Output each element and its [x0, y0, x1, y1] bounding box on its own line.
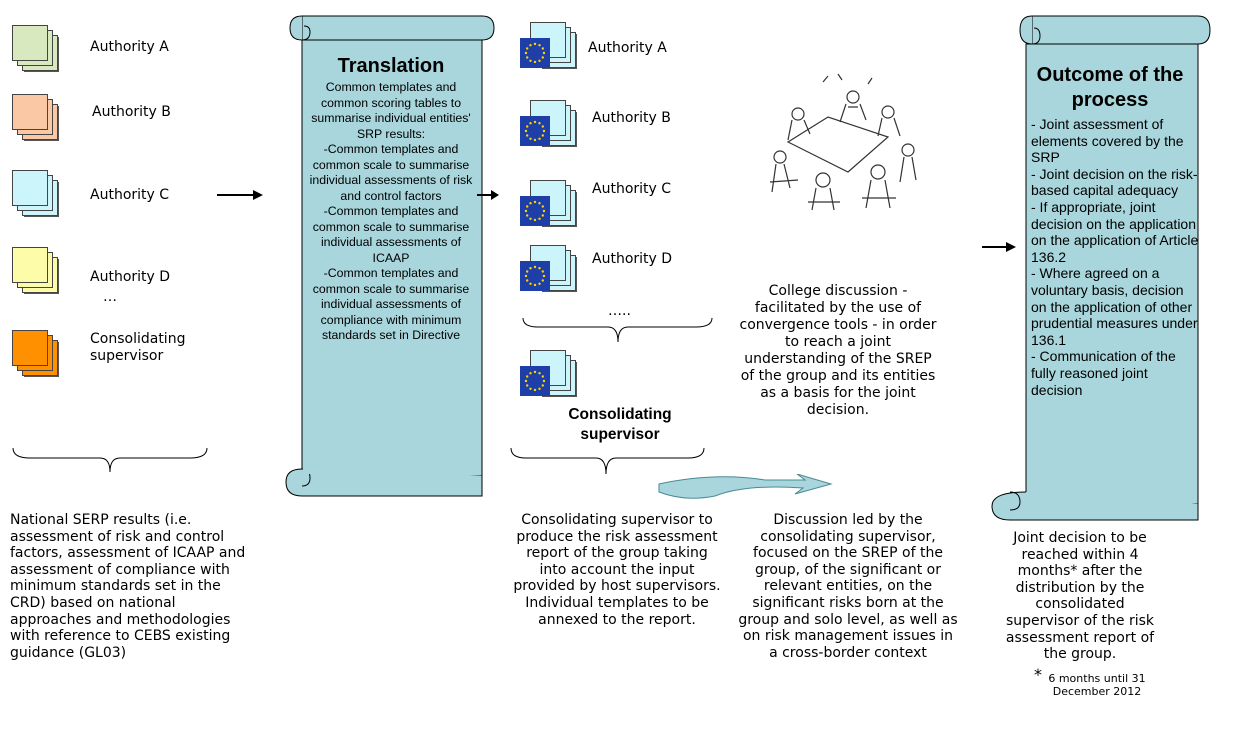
discussion-caption: Discussion led by the consolidating supe… — [738, 512, 958, 661]
outcome-items: - Joint assessment of elements covered b… — [1031, 116, 1199, 398]
footnote-text: 6 months until 31 December 2012 — [1048, 672, 1146, 698]
authority-a-doc-icon — [12, 25, 59, 72]
mid-authority-d-label: Authority D — [592, 251, 673, 267]
mid-authority-b-label: Authority B — [592, 110, 671, 126]
mid-consolidating-label: Consolidating supervisor — [568, 406, 672, 443]
translation-scroll-shape — [285, 15, 495, 497]
mid-consolidating-doc-icon — [520, 350, 577, 397]
translation-body: Common templates and common scoring tabl… — [309, 80, 473, 342]
eu-flag-icon — [520, 261, 550, 291]
left-caption: National SERP results (i.e. assessment o… — [10, 512, 246, 661]
college-discussion-text: College discussion - facilitated by the … — [739, 283, 937, 418]
curved-arrow — [658, 474, 833, 499]
left-brace — [12, 447, 208, 473]
mid-authority-c-doc-icon — [520, 180, 577, 227]
outcome-item-3: - If appropriate, joint decision on the … — [1031, 198, 1199, 265]
eu-flag-icon — [520, 196, 550, 226]
outcome-caption: Joint decision to be reached within 4 mo… — [1005, 530, 1155, 663]
outcome-scroll-shape — [991, 15, 1211, 521]
eu-flag-icon — [520, 116, 550, 146]
mid-authority-a-label: Authority A — [588, 40, 667, 56]
consolidating-supervisor-doc-icon — [12, 330, 59, 377]
outcome-item-5: - Communication of the fully reasoned jo… — [1031, 348, 1176, 398]
authority-b-doc-icon — [12, 94, 59, 141]
mid-ellipsis: ….. — [608, 303, 631, 319]
eu-flag-icon — [520, 366, 550, 396]
mid-caption: Consolidating supervisor to produce the … — [513, 512, 721, 628]
outcome-item-4: - Where agreed on a voluntary basis, dec… — [1031, 265, 1198, 348]
meeting-table-illustration — [769, 73, 917, 211]
translation-title: Translation — [337, 55, 445, 77]
consolidating-supervisor-label: Consolidating supervisor — [90, 331, 186, 364]
mid-authority-b-doc-icon — [520, 100, 577, 147]
outcome-item-1: - Joint assessment of elements covered b… — [1031, 116, 1184, 166]
arrow-3 — [982, 242, 1016, 252]
footnote-star: * — [1034, 665, 1042, 684]
authority-c-doc-icon — [12, 170, 59, 217]
authority-d-label: Authority D — [90, 269, 171, 285]
mid-brace-top — [522, 317, 713, 343]
authority-a-label: Authority A — [90, 39, 169, 55]
left-ellipsis: … — [103, 289, 117, 305]
eu-flag-icon — [520, 38, 550, 68]
outcome-item-2: - Joint decision on the risk-based capit… — [1031, 165, 1198, 199]
authority-b-label: Authority B — [92, 104, 171, 120]
outcome-title: Outcome of the process — [1036, 64, 1184, 111]
mid-authority-c-label: Authority C — [592, 181, 672, 197]
mid-authority-a-doc-icon — [520, 22, 577, 69]
mid-authority-d-doc-icon — [520, 245, 577, 292]
authority-d-doc-icon — [12, 247, 59, 294]
authority-c-label: Authority C — [90, 187, 170, 203]
arrow-2 — [477, 190, 499, 200]
arrow-1 — [217, 190, 263, 200]
mid-brace-bottom — [510, 447, 705, 475]
